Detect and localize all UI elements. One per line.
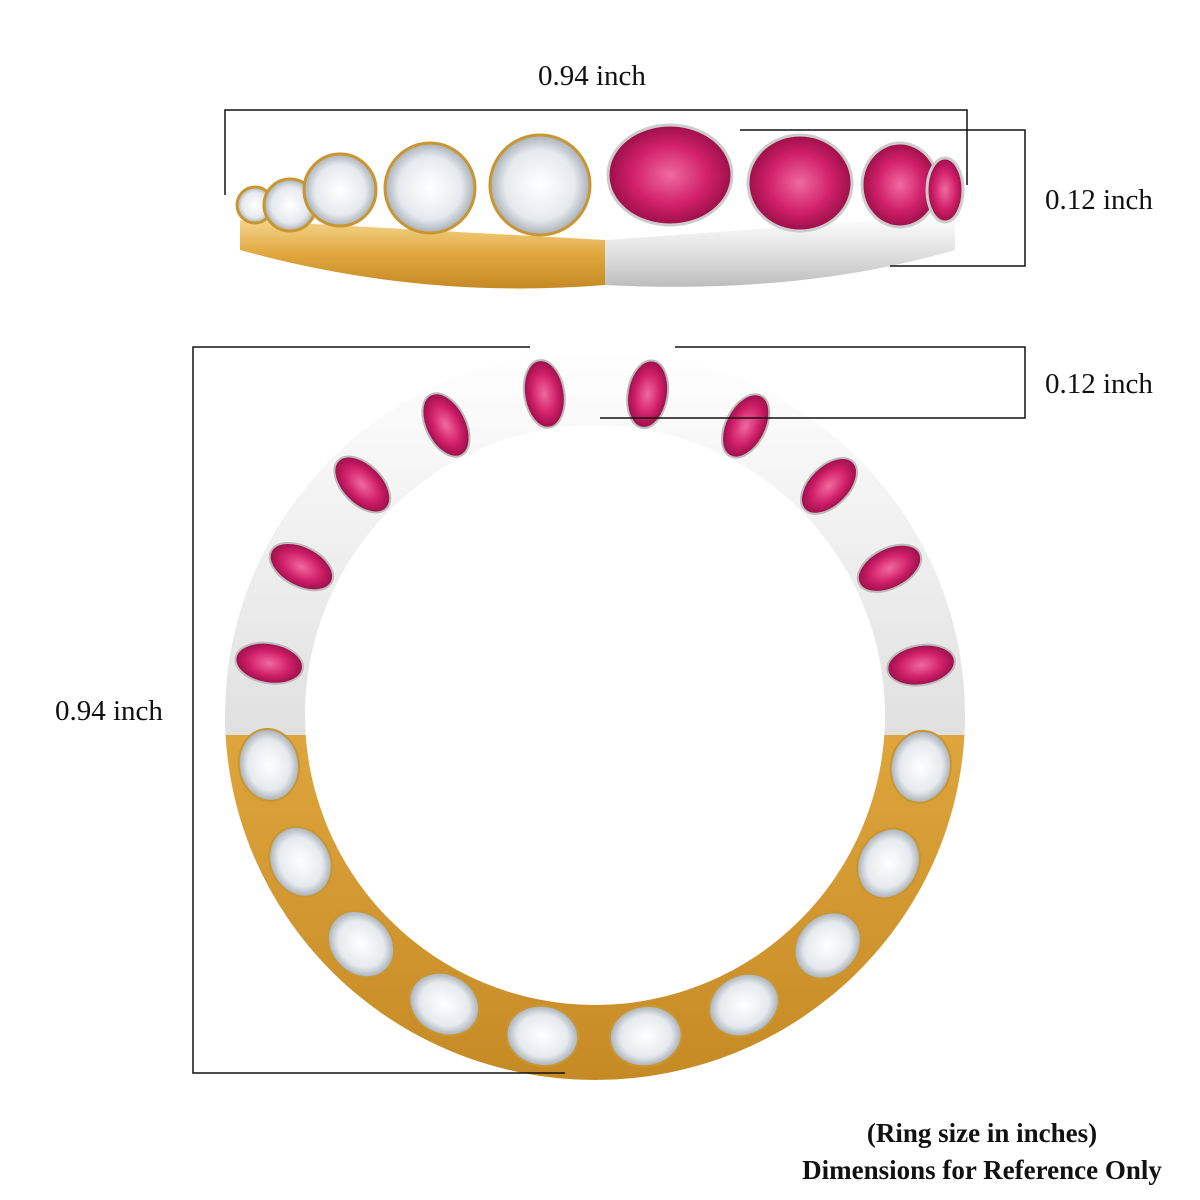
diamond-stone (237, 728, 301, 802)
diamond-stone (383, 141, 477, 235)
diamond-stone (793, 911, 862, 980)
ruby-stone (925, 156, 965, 224)
ring-side-view (235, 123, 965, 289)
ruby-stone (746, 133, 854, 233)
ruby-stone (522, 359, 566, 429)
ruby-stone (721, 393, 771, 459)
ring-diameter-label: 0.94 inch (55, 695, 163, 727)
ruby-stone (886, 643, 956, 687)
diamond-stone (856, 827, 921, 900)
diamond-stone (268, 825, 333, 898)
reference-note: Dimensions for Reference Only (802, 1155, 1162, 1185)
ruby-stone (800, 457, 858, 515)
top-width-label: 0.94 inch (538, 60, 646, 92)
diamond-stone (302, 152, 378, 228)
ruby-stone (234, 641, 304, 685)
dimension-lines (192, 109, 1026, 1074)
ruby-stone (268, 541, 334, 592)
ring-front-view (225, 350, 965, 1080)
diamond-stone (708, 972, 780, 1038)
ring-width-label: 0.12 inch (1045, 368, 1153, 400)
diamond-stone (505, 1004, 580, 1067)
ruby-stone (856, 543, 923, 593)
ring-size-note: (Ring size in inches) (866, 1118, 1098, 1148)
diamond-stone (889, 729, 952, 804)
diamond-stone (608, 1004, 683, 1068)
ruby-stone (421, 392, 471, 458)
ruby-stone (333, 455, 392, 514)
diamond-stone (408, 971, 481, 1037)
diamond-stone (488, 133, 592, 237)
ruby-stone (626, 359, 670, 429)
top-height-label: 0.12 inch (1045, 184, 1153, 216)
diamond-stone (326, 909, 396, 979)
ruby-stone (606, 123, 734, 227)
